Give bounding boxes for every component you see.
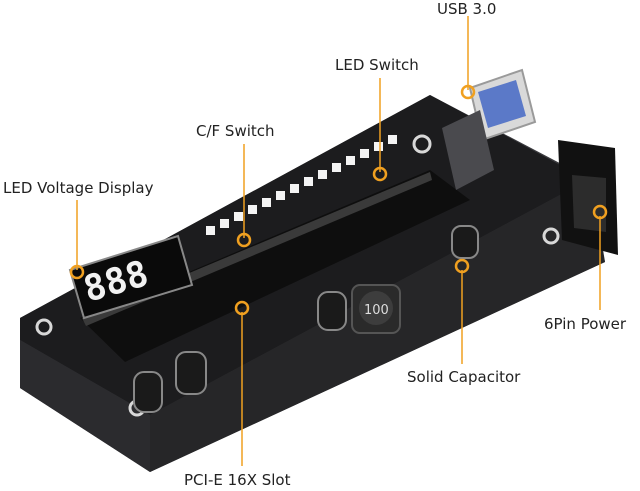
label-solid-cap: Solid Capacitor [407, 368, 521, 386]
label-pcie-slot: PCI-E 16X Slot [184, 471, 291, 489]
label-usb: USB 3.0 [437, 0, 497, 18]
six-pin-connector [558, 140, 618, 255]
label-six-pin: 6Pin Power [544, 315, 627, 333]
inductor-marking: 100 [364, 303, 389, 318]
usb-port [442, 68, 537, 190]
callouts [69, 16, 608, 466]
label-cf-switch: C/F Switch [196, 122, 275, 140]
solid-capacitors [133, 225, 479, 413]
label-led-voltage: LED Voltage Display [3, 179, 154, 197]
label-led-switch: LED Switch [335, 56, 419, 74]
inductor: 100 [351, 284, 401, 334]
led-voltage-display: 888 [68, 234, 194, 320]
led-switch-row [206, 135, 397, 235]
